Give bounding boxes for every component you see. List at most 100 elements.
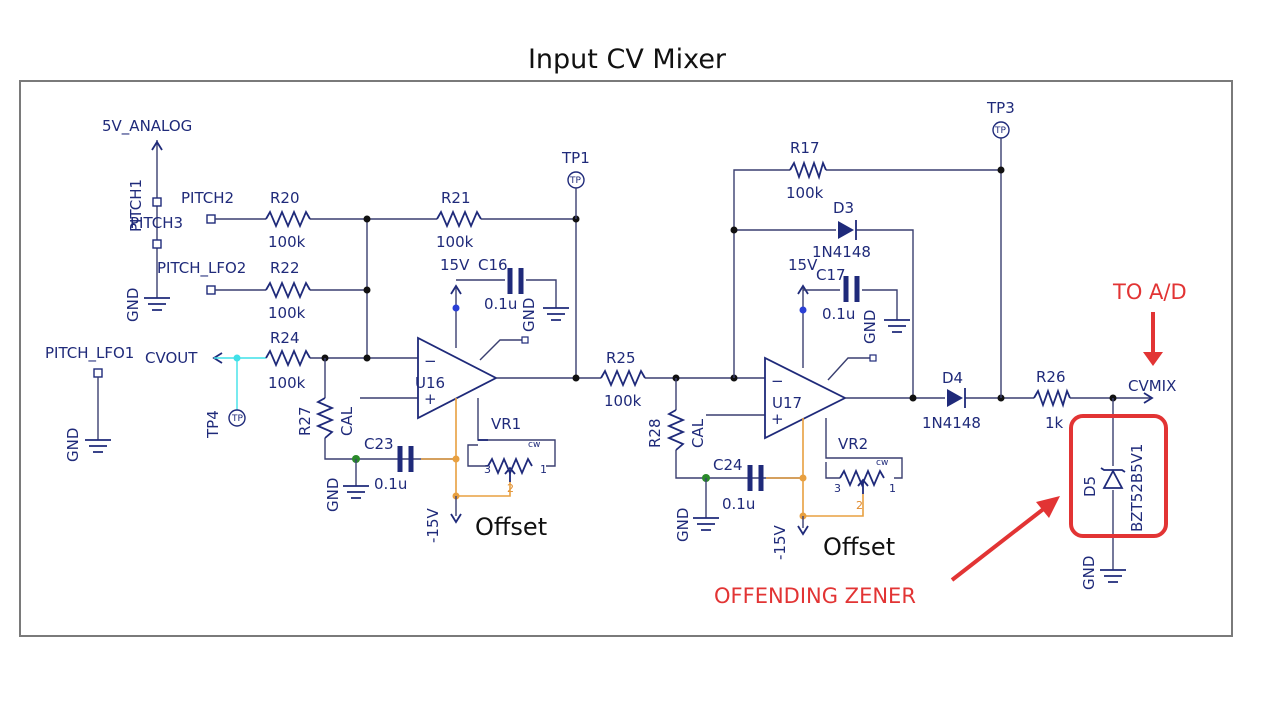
value-d3: 1N4148 bbox=[812, 243, 871, 261]
value-r21: 100k bbox=[436, 233, 474, 251]
cw-mark: cw bbox=[528, 440, 540, 450]
wire bbox=[862, 289, 898, 320]
opamp-icon bbox=[417, 336, 498, 420]
ground-icon bbox=[543, 307, 569, 321]
capacitor-c23: C23 0.1u bbox=[364, 435, 414, 493]
annotation-to-ad: TO A/D bbox=[1112, 280, 1187, 366]
value-r24: 100k bbox=[268, 374, 306, 392]
pin-plus: + bbox=[424, 390, 437, 408]
capacitor-icon bbox=[397, 446, 414, 472]
ref-tp1: TP1 bbox=[561, 149, 590, 167]
connector-pitch1: PITCH1 bbox=[127, 179, 162, 232]
pin-minus: − bbox=[424, 352, 437, 370]
ground-icon bbox=[85, 439, 111, 453]
value-r27: CAL bbox=[338, 406, 356, 436]
offset-label-2: Offset bbox=[823, 533, 895, 561]
pin-box bbox=[521, 336, 529, 344]
connector-pad bbox=[93, 368, 103, 378]
connector-pad bbox=[206, 285, 216, 295]
neg-supply-arrow-icon bbox=[450, 513, 462, 524]
testpoint-icon bbox=[228, 409, 246, 427]
ground-icon bbox=[1100, 569, 1126, 583]
neg-supply-arrow-icon bbox=[797, 525, 809, 536]
ref-u16: U16 bbox=[415, 374, 445, 392]
ref-c24: C24 bbox=[713, 456, 743, 474]
opamp-icon bbox=[764, 356, 848, 440]
resistor-r25: R25 100k bbox=[600, 349, 646, 410]
wire-feedback-r17 bbox=[733, 169, 1001, 378]
pin-plus: + bbox=[771, 410, 784, 428]
net-label-minus-15v: -15V bbox=[424, 508, 442, 543]
resistor-icon bbox=[265, 280, 311, 300]
annotation-text-to-ad: TO A/D bbox=[1112, 280, 1187, 304]
port-arrow-icon bbox=[1143, 392, 1154, 404]
wiper-icon bbox=[504, 466, 516, 482]
net-label-gnd: GND bbox=[520, 298, 538, 332]
offset-label-1: Offset bbox=[475, 513, 547, 541]
wire-summing-node bbox=[310, 218, 437, 359]
pin-2: 2 bbox=[856, 499, 863, 512]
zener-d5: D5 BZT52B5V1 GND bbox=[1080, 398, 1146, 590]
capacitor-icon bbox=[843, 276, 860, 302]
ground-icon bbox=[343, 485, 369, 499]
testpoint-mark: TP bbox=[231, 414, 243, 424]
resistor-r22: R22 100k bbox=[215, 259, 311, 322]
ref-r25: R25 bbox=[606, 349, 636, 367]
wire-feedback-d3 bbox=[734, 229, 914, 398]
ref-r22: R22 bbox=[270, 259, 300, 277]
junction-dot bbox=[572, 374, 580, 382]
ref-c23: C23 bbox=[364, 435, 394, 453]
wire bbox=[467, 444, 488, 467]
resistor-icon bbox=[789, 160, 827, 180]
connector-pad bbox=[206, 214, 216, 224]
zener-icon bbox=[1102, 469, 1124, 489]
supply-u17: 15V C17 GND 0.1u bbox=[788, 256, 910, 368]
junction-dot bbox=[909, 394, 917, 402]
testpoint-tp3: TP3 TP bbox=[986, 99, 1015, 398]
ref-r20: R20 bbox=[270, 189, 300, 207]
ref-c17: C17 bbox=[816, 266, 846, 284]
gnd-left-top: GND bbox=[124, 288, 170, 322]
net-label-15v: 15V bbox=[440, 256, 470, 274]
annotation-offending-zener: OFFENDING ZENER bbox=[714, 496, 1060, 608]
opamp-u16: − + U16 bbox=[415, 336, 498, 420]
ref-r21: R21 bbox=[441, 189, 471, 207]
ground-icon bbox=[884, 319, 910, 333]
net-label-gnd: GND bbox=[64, 428, 82, 462]
resistor-r24: R24 100k bbox=[265, 329, 311, 392]
power-arrow-icon bbox=[450, 284, 462, 295]
value-r20: 100k bbox=[268, 233, 306, 251]
net-label-cvmix: CVMIX bbox=[1128, 377, 1176, 395]
ref-c16: C16 bbox=[478, 256, 508, 274]
junction-dot bbox=[233, 354, 241, 362]
connector-pitch2: PITCH2 bbox=[181, 189, 234, 224]
value-d5: BZT52B5V1 bbox=[1128, 444, 1146, 532]
junction-dot bbox=[997, 166, 1005, 174]
resistor-icon bbox=[265, 348, 311, 368]
resistor-r21: R21 100k bbox=[436, 189, 482, 251]
supply-u16: 15V C16 GND 0.1u bbox=[440, 256, 569, 348]
ref-tp4: TP4 bbox=[204, 410, 222, 439]
net-label-minus-15v: -15V bbox=[771, 525, 789, 560]
value-r22: 100k bbox=[268, 304, 306, 322]
zener-bar bbox=[1100, 467, 1126, 473]
net-label-pitch1: PITCH1 bbox=[127, 179, 145, 232]
wire bbox=[825, 462, 840, 479]
resistor-icon bbox=[436, 209, 482, 229]
trimmer-vr2: VR2 3 1 cw 2 bbox=[825, 418, 903, 512]
pin-box bbox=[869, 354, 877, 362]
testpoint-mark: TP bbox=[994, 126, 1006, 136]
resistor-icon bbox=[600, 368, 646, 388]
resistor-icon bbox=[1033, 388, 1071, 408]
arrow-head bbox=[1143, 352, 1163, 366]
net-label-pitch2: PITCH2 bbox=[181, 189, 234, 207]
net-label-cvout: CVOUT bbox=[145, 349, 198, 367]
junction-dot bbox=[363, 354, 371, 362]
capacitor-c24: C24 0.1u bbox=[713, 456, 764, 513]
resistor-r20: R20 100k bbox=[215, 189, 311, 251]
capacitor-icon bbox=[507, 268, 524, 294]
ref-d4: D4 bbox=[942, 369, 963, 387]
ref-d3: D3 bbox=[833, 199, 854, 217]
value-r28: CAL bbox=[689, 418, 707, 448]
wiper-icon bbox=[857, 478, 869, 494]
